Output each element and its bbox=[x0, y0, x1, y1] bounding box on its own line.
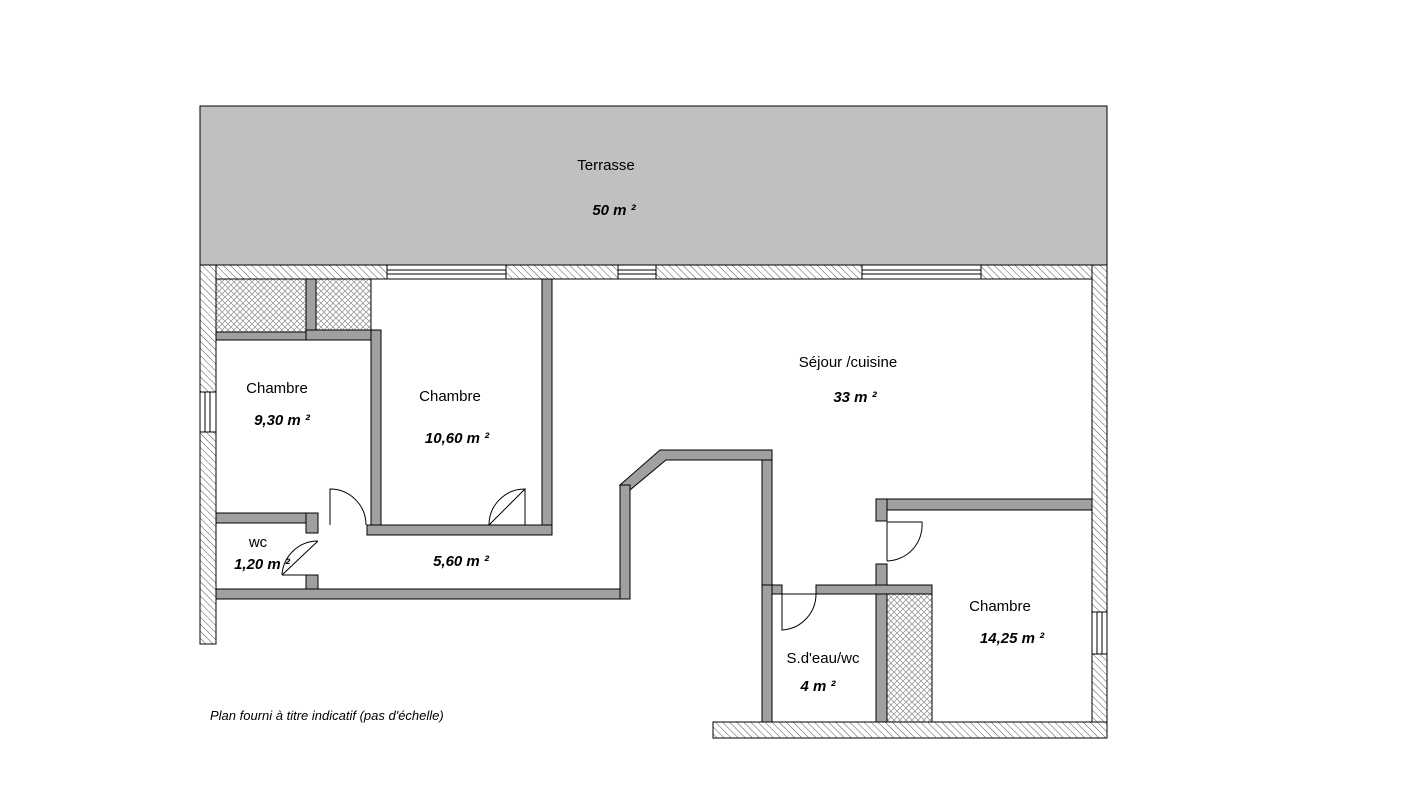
door-wc bbox=[281, 540, 319, 576]
doors bbox=[281, 487, 923, 631]
interior-walls bbox=[215, 278, 1093, 723]
terrace-label: Terrasse bbox=[577, 157, 635, 174]
door-chambre-1 bbox=[329, 488, 367, 526]
wc-label: wc bbox=[248, 534, 268, 551]
door-chambre-2 bbox=[488, 487, 526, 526]
closet bbox=[215, 278, 307, 333]
terrace-area-label: 50 m ² bbox=[592, 202, 636, 219]
chambre-3-area: 14,25 m ² bbox=[980, 630, 1045, 647]
chambre-1-area: 9,30 m ² bbox=[254, 412, 311, 429]
window bbox=[1091, 611, 1108, 655]
window bbox=[617, 264, 657, 280]
sdeau-area: 4 m ² bbox=[799, 678, 836, 695]
chambre-3-label: Chambre bbox=[969, 598, 1031, 615]
window bbox=[386, 264, 507, 280]
closet bbox=[886, 593, 933, 723]
sejour-label: Séjour /cuisine bbox=[799, 354, 897, 371]
side-windows bbox=[199, 391, 1108, 655]
window bbox=[861, 264, 982, 280]
closets bbox=[215, 278, 933, 723]
chambre-2-label: Chambre bbox=[419, 388, 481, 405]
top-windows bbox=[386, 264, 982, 280]
wc-area: 1,20 m ² bbox=[234, 556, 291, 573]
bottom-wall bbox=[712, 721, 1108, 739]
window bbox=[199, 391, 217, 433]
door-chambre-3 bbox=[886, 521, 923, 562]
couloir-area: 5,60 m ² bbox=[433, 553, 490, 570]
disclaimer-note: Plan fourni à titre indicatif (pas d'éch… bbox=[210, 708, 444, 723]
right-wall bbox=[1091, 264, 1108, 739]
sdeau-label: S.d'eau/wc bbox=[787, 650, 860, 667]
diagonal-wall bbox=[618, 449, 773, 492]
chambre-2-area: 10,60 m ² bbox=[425, 430, 490, 447]
left-wall bbox=[199, 264, 217, 645]
terrace-area bbox=[199, 105, 1108, 266]
closet bbox=[315, 278, 372, 331]
sejour-area: 33 m ² bbox=[833, 389, 877, 406]
chambre-1-label: Chambre bbox=[246, 380, 308, 397]
door-sdeau bbox=[781, 593, 817, 631]
